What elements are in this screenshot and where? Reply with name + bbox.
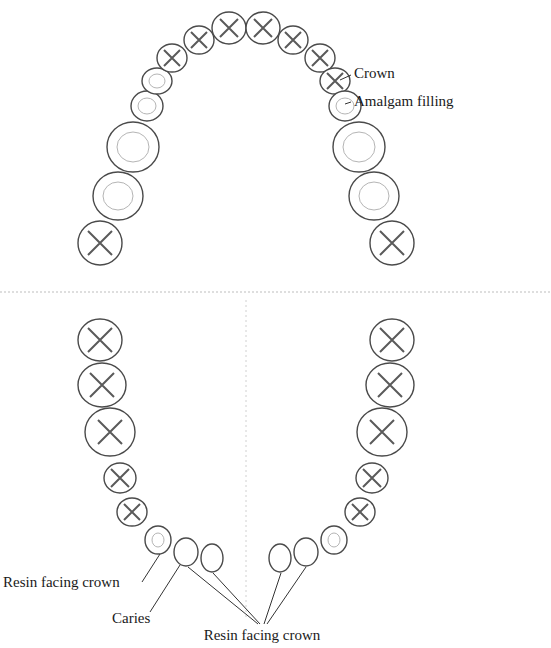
leader-lines [142, 75, 351, 624]
crown-label: Crown [354, 65, 395, 82]
lower-teeth [78, 319, 414, 572]
upper-teeth [78, 12, 414, 265]
caries-label: Caries [112, 610, 150, 627]
resin-crown-label: Resin facing crown [3, 574, 120, 591]
resin-crown-label: Resin facing crown [204, 627, 321, 644]
amalgam-label: Amalgam filling [354, 93, 454, 110]
